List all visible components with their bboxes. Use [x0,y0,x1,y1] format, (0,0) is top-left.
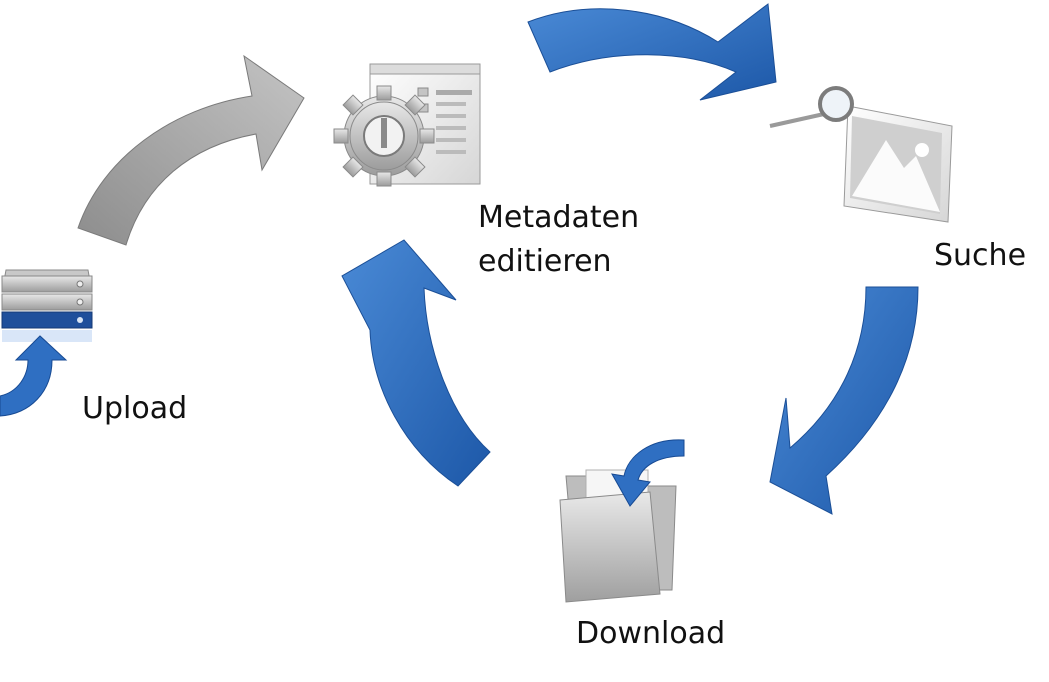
label-metadata-line2: editieren [478,244,612,279]
label-metadata: Metadaten editieren [478,196,639,284]
label-search: Suche [934,238,1027,273]
server-upload-icon [0,269,93,417]
label-upload: Upload [82,391,188,426]
arrow-metadata-to-search [527,3,777,101]
arrow-upload-to-metadata [77,54,305,246]
arrow-search-to-download [769,286,919,515]
folder-download-icon [559,439,685,603]
label-download: Download [576,616,726,651]
arrow-download-to-metadata [341,239,491,487]
gear-document-icon [333,63,481,187]
label-metadata-line1: Metadaten [478,200,640,235]
image-search-icon [769,86,953,223]
